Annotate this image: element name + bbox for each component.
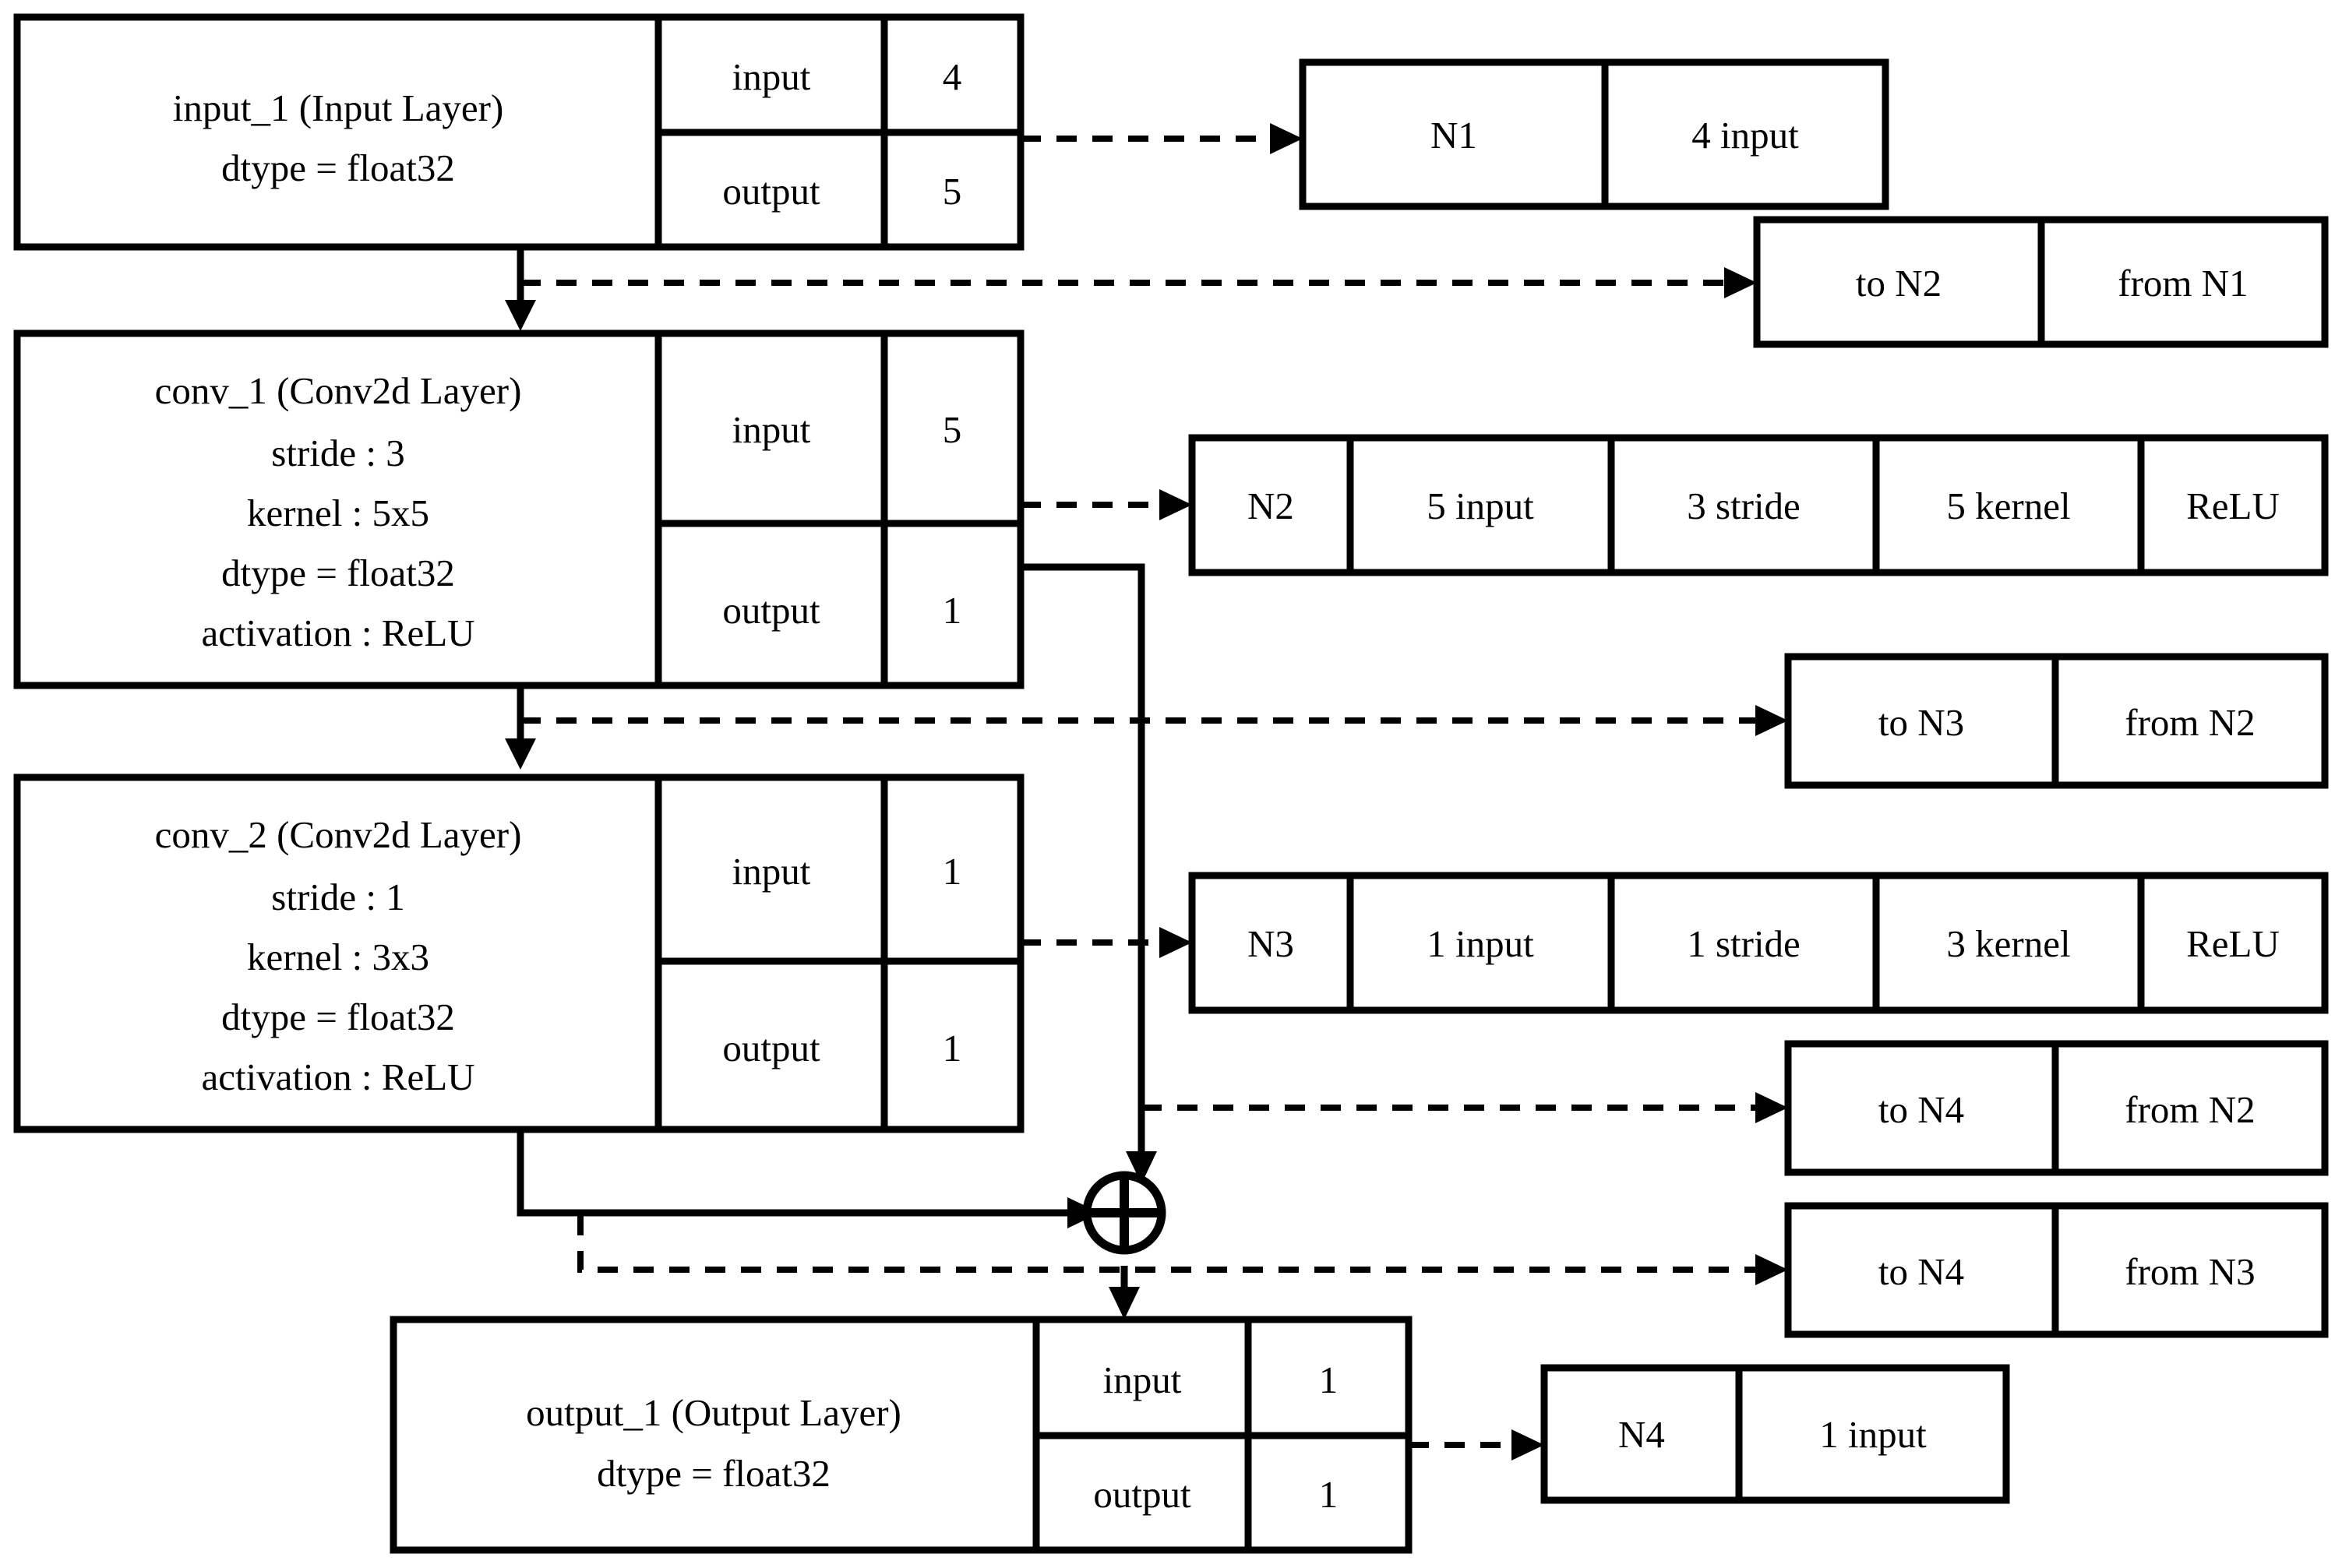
- connection-cell-c2-1: from N2: [2125, 701, 2255, 744]
- io-label-input-conv_1: input: [732, 408, 811, 451]
- edge-conv2-to-n3: [1021, 927, 1192, 958]
- edge-input1-to-n1: [1021, 123, 1303, 154]
- layer-box-conv_2[interactable]: conv_2 (Conv2d Layer) stride : 1 kernel …: [13, 773, 1025, 1133]
- io-value-input-input_1: 4: [943, 55, 962, 98]
- node-cell-N4-1: 1 input: [1819, 1413, 1927, 1456]
- edge-conv1-to-conv2: [505, 685, 536, 770]
- io-value-input-output_1: 1: [1319, 1358, 1339, 1401]
- connection-cell-c4-1: from N3: [2125, 1250, 2255, 1293]
- connection-cell-c1-1: from N1: [2118, 262, 2248, 305]
- connection-cell-c3-1: from N2: [2125, 1088, 2255, 1131]
- connection-cell-c3-0: to N4: [1878, 1088, 1964, 1131]
- layer-title-output_1: output_1 (Output Layer): [526, 1391, 901, 1434]
- layer-title-conv_2: conv_2 (Conv2d Layer): [155, 813, 522, 856]
- node-box-N1[interactable]: N1 4 input: [1299, 58, 1889, 210]
- edge-adder-to-conn4: [577, 1215, 1788, 1285]
- layer-kernel-conv_2: kernel : 3x3: [247, 936, 429, 978]
- io-label-input-conv_2: input: [732, 850, 811, 893]
- edge-conv2-to-conn3: [1141, 1092, 1788, 1123]
- node-cell-N1-0: N1: [1430, 114, 1477, 157]
- edge-adder-to-output1: [1109, 1266, 1140, 1320]
- edge-conv1-to-n2: [1021, 489, 1192, 520]
- io-label-input-input_1: input: [732, 55, 811, 98]
- edge-output1-to-n4: [1409, 1429, 1544, 1461]
- layer-dtype-conv_1: dtype = float32: [221, 551, 455, 594]
- io-label-output-conv_2: output: [722, 1027, 820, 1069]
- io-label-output-input_1: output: [722, 170, 820, 213]
- layer-box-output_1[interactable]: output_1 (Output Layer) dtype = float32 …: [390, 1316, 1413, 1554]
- connection-cell-c4-0: to N4: [1878, 1250, 1964, 1293]
- io-value-input-conv_2: 1: [943, 850, 962, 893]
- layer-activation-conv_2: activation : ReLU: [201, 1055, 474, 1098]
- connection-box-to-N4-from-N3[interactable]: to N4 from N3: [1784, 1202, 2329, 1338]
- node-cell-N1-1: 4 input: [1691, 114, 1799, 157]
- node-cell-N3-3: 3 kernel: [1946, 922, 2070, 965]
- connection-box-to-N4-from-N2[interactable]: to N4 from N2: [1784, 1040, 2329, 1176]
- edge-conv2-to-adder: [517, 1129, 1100, 1228]
- node-box-N4[interactable]: N4 1 input: [1540, 1364, 2010, 1504]
- io-value-output-conv_2: 1: [943, 1027, 962, 1069]
- node-cell-N2-3: 5 kernel: [1946, 484, 2070, 527]
- edge-input1-to-conn1: [520, 267, 1757, 298]
- addition-operator[interactable]: [1082, 1171, 1166, 1255]
- layer-title-conv_1: conv_1 (Conv2d Layer): [155, 369, 522, 412]
- node-box-N2[interactable]: N2 5 input 3 stride 5 kernel ReLU: [1188, 434, 2329, 576]
- node-cell-N4-0: N4: [1618, 1413, 1665, 1456]
- connection-box-to-N3-from-N2[interactable]: to N3 from N2: [1784, 653, 2329, 789]
- io-value-output-input_1: 5: [943, 170, 962, 213]
- io-value-input-conv_1: 5: [943, 408, 962, 451]
- layer-stride-conv_1: stride : 3: [271, 432, 404, 474]
- io-label-input-output_1: input: [1103, 1358, 1182, 1401]
- io-label-output-output_1: output: [1093, 1473, 1191, 1516]
- layer-box-input_1[interactable]: input_1 (Input Layer) dtype = float32 in…: [13, 13, 1025, 251]
- node-cell-N2-0: N2: [1247, 484, 1294, 527]
- node-cell-N2-1: 5 input: [1427, 484, 1534, 527]
- node-cell-N2-2: 3 stride: [1687, 484, 1801, 527]
- io-value-output-output_1: 1: [1319, 1473, 1339, 1516]
- node-cell-N3-0: N3: [1247, 922, 1294, 965]
- connection-cell-c2-0: to N3: [1878, 701, 1964, 744]
- edge-conv1-to-conn2: [520, 705, 1788, 736]
- edges-group: [505, 123, 1788, 1461]
- layer-stride-conv_2: stride : 1: [271, 876, 404, 918]
- node-cell-N2-4: ReLU: [2186, 484, 2280, 527]
- layer-kernel-conv_1: kernel : 5x5: [247, 492, 429, 534]
- layer-dtype-output_1: dtype = float32: [597, 1452, 831, 1495]
- edge-input1-to-conv1: [505, 247, 536, 331]
- io-label-output-conv_1: output: [722, 589, 820, 632]
- layer-dtype-conv_2: dtype = float32: [221, 995, 455, 1038]
- edge-conv1-to-adder: [1021, 563, 1157, 1184]
- connection-box-to-N2-from-N1[interactable]: to N2 from N1: [1753, 216, 2329, 348]
- node-cell-N3-4: ReLU: [2186, 922, 2280, 965]
- connection-cell-c1-0: to N2: [1856, 262, 1942, 305]
- layer-dtype-input_1: dtype = float32: [221, 146, 455, 189]
- node-cell-N3-2: 1 stride: [1687, 922, 1801, 965]
- node-box-N3[interactable]: N3 1 input 1 stride 3 kernel ReLU: [1188, 872, 2329, 1014]
- layer-activation-conv_1: activation : ReLU: [201, 611, 474, 654]
- io-value-output-conv_1: 1: [943, 589, 962, 632]
- node-cell-N3-1: 1 input: [1427, 922, 1534, 965]
- layer-title-input_1: input_1 (Input Layer): [173, 86, 504, 129]
- layer-box-conv_1[interactable]: conv_1 (Conv2d Layer) stride : 3 kernel …: [13, 329, 1025, 689]
